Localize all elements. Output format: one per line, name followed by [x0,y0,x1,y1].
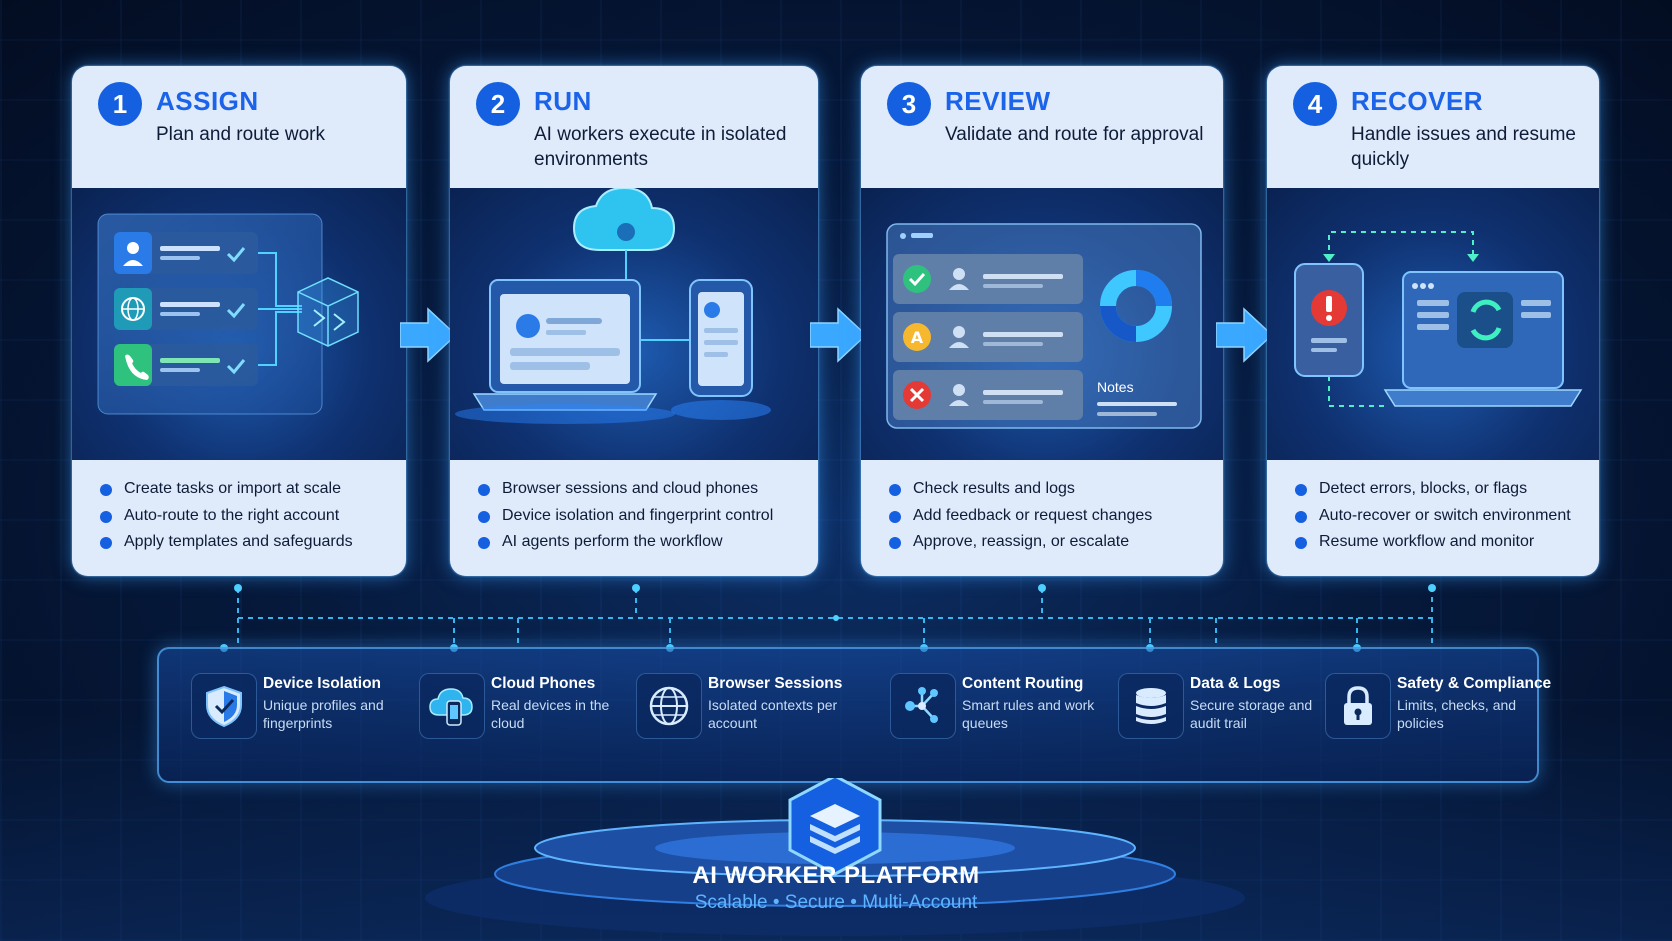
card-header: 3 REVIEW Validate and route for approval [861,66,1223,188]
step-card-review: 3 REVIEW Validate and route for approval… [861,66,1223,576]
arrow-right-icon [810,307,866,363]
phone-icon [671,279,771,420]
list-item: Auto-recover or switch environment [1295,503,1587,530]
feature-name: Data & Logs [1190,675,1281,692]
step-number: 1 [98,82,142,126]
feature-desc: Unique profiles and fingerprints [263,697,384,731]
step-card-assign: 1 ASSIGN Plan and route work [72,66,406,576]
run-illustration [450,186,818,460]
card-header: 1 ASSIGN Plan and route work [72,66,406,188]
lock-icon [1325,673,1391,739]
svg-text:A: A [911,328,924,347]
step-bullets: Detect errors, blocks, or flags Auto-rec… [1295,476,1587,556]
database-icon [1118,673,1184,739]
cloud-phone-icon [419,673,485,739]
feature-bar: Device Isolation Unique profiles and fin… [157,647,1551,783]
layers-icon [788,778,882,876]
rejected-row [893,370,1083,420]
platform-title: AI WORKER PLATFORM [692,862,980,889]
step-number: 4 [1293,82,1337,126]
list-item: Device isolation and fingerprint control [478,503,806,530]
card-header: 2 RUN AI workers execute in isolated env… [450,66,818,188]
laptop-icon [455,279,675,424]
card-header: 4 RECOVER Handle issues and resume quick… [1267,66,1599,188]
arrow-right-icon [400,307,456,363]
review-illustration: A Notes [861,188,1223,460]
phone-error-icon [1294,263,1364,377]
phone-task-row [114,344,258,386]
step-number: 2 [476,82,520,126]
list-item: Apply templates and safeguards [100,529,394,556]
step-subtitle: AI workers execute in isolated environme… [534,124,787,170]
list-item: AI agents perform the workflow [478,529,806,556]
feature-name: Device Isolation [263,675,382,692]
list-item: Auto-route to the right account [100,503,394,530]
globe-task-row [114,288,258,330]
list-item: Detect errors, blocks, or flags [1295,476,1587,503]
donut-chart-icon [1100,270,1172,342]
feature-desc: Real devices in the cloud [491,697,610,731]
step-title: ASSIGN [156,86,259,116]
platform-subtitle: Scalable • Secure • Multi-Account [694,892,978,913]
notes-label: Notes [1097,379,1134,395]
approved-row [893,254,1083,304]
user-task-row [114,232,258,274]
globe-icon [636,673,702,739]
feature-name: Cloud Phones [491,675,596,692]
step-subtitle: Validate and route for approval [945,124,1204,145]
step-bullets: Check results and logs Add feedback or r… [889,476,1211,556]
router-cube [297,277,359,347]
step-subtitle: Plan and route work [156,124,325,145]
assign-illustration [72,188,406,460]
routing-icon [890,673,956,739]
step-bullets: Create tasks or import at scale Auto-rou… [100,476,394,556]
list-item: Add feedback or request changes [889,503,1211,530]
step-title: RECOVER [1351,86,1484,116]
arrow-right-icon [1216,307,1272,363]
feature-desc: Smart rules and work queues [962,697,1095,731]
step-title: REVIEW [945,86,1051,116]
feature-name: Browser Sessions [708,675,843,692]
list-item: Check results and logs [889,476,1211,503]
feature-name: Safety & Compliance [1397,675,1552,692]
list-item: Browser sessions and cloud phones [478,476,806,503]
feature-desc: Isolated contexts per account [708,697,838,731]
step-card-run: 2 RUN AI workers execute in isolated env… [450,66,818,576]
list-item: Create tasks or import at scale [100,476,394,503]
step-subtitle: Handle issues and resume quickly [1351,124,1576,170]
feature-name: Content Routing [962,675,1084,692]
shield-icon [191,673,257,739]
laptop-recover-icon [1383,271,1583,407]
recover-illustration [1267,188,1599,460]
list-item: Resume workflow and monitor [1295,529,1587,556]
step-number: 3 [887,82,931,126]
warning-row: A [893,312,1083,362]
platform-pedestal [425,778,1245,936]
step-card-recover: 4 RECOVER Handle issues and resume quick… [1267,66,1599,576]
feature-desc: Secure storage and audit trail [1190,697,1313,731]
step-bullets: Browser sessions and cloud phones Device… [478,476,806,556]
step-title: RUN [534,86,592,116]
feature-desc: Limits, checks, and policies [1397,697,1517,731]
list-item: Approve, reassign, or escalate [889,529,1211,556]
cloud-icon [572,186,676,251]
